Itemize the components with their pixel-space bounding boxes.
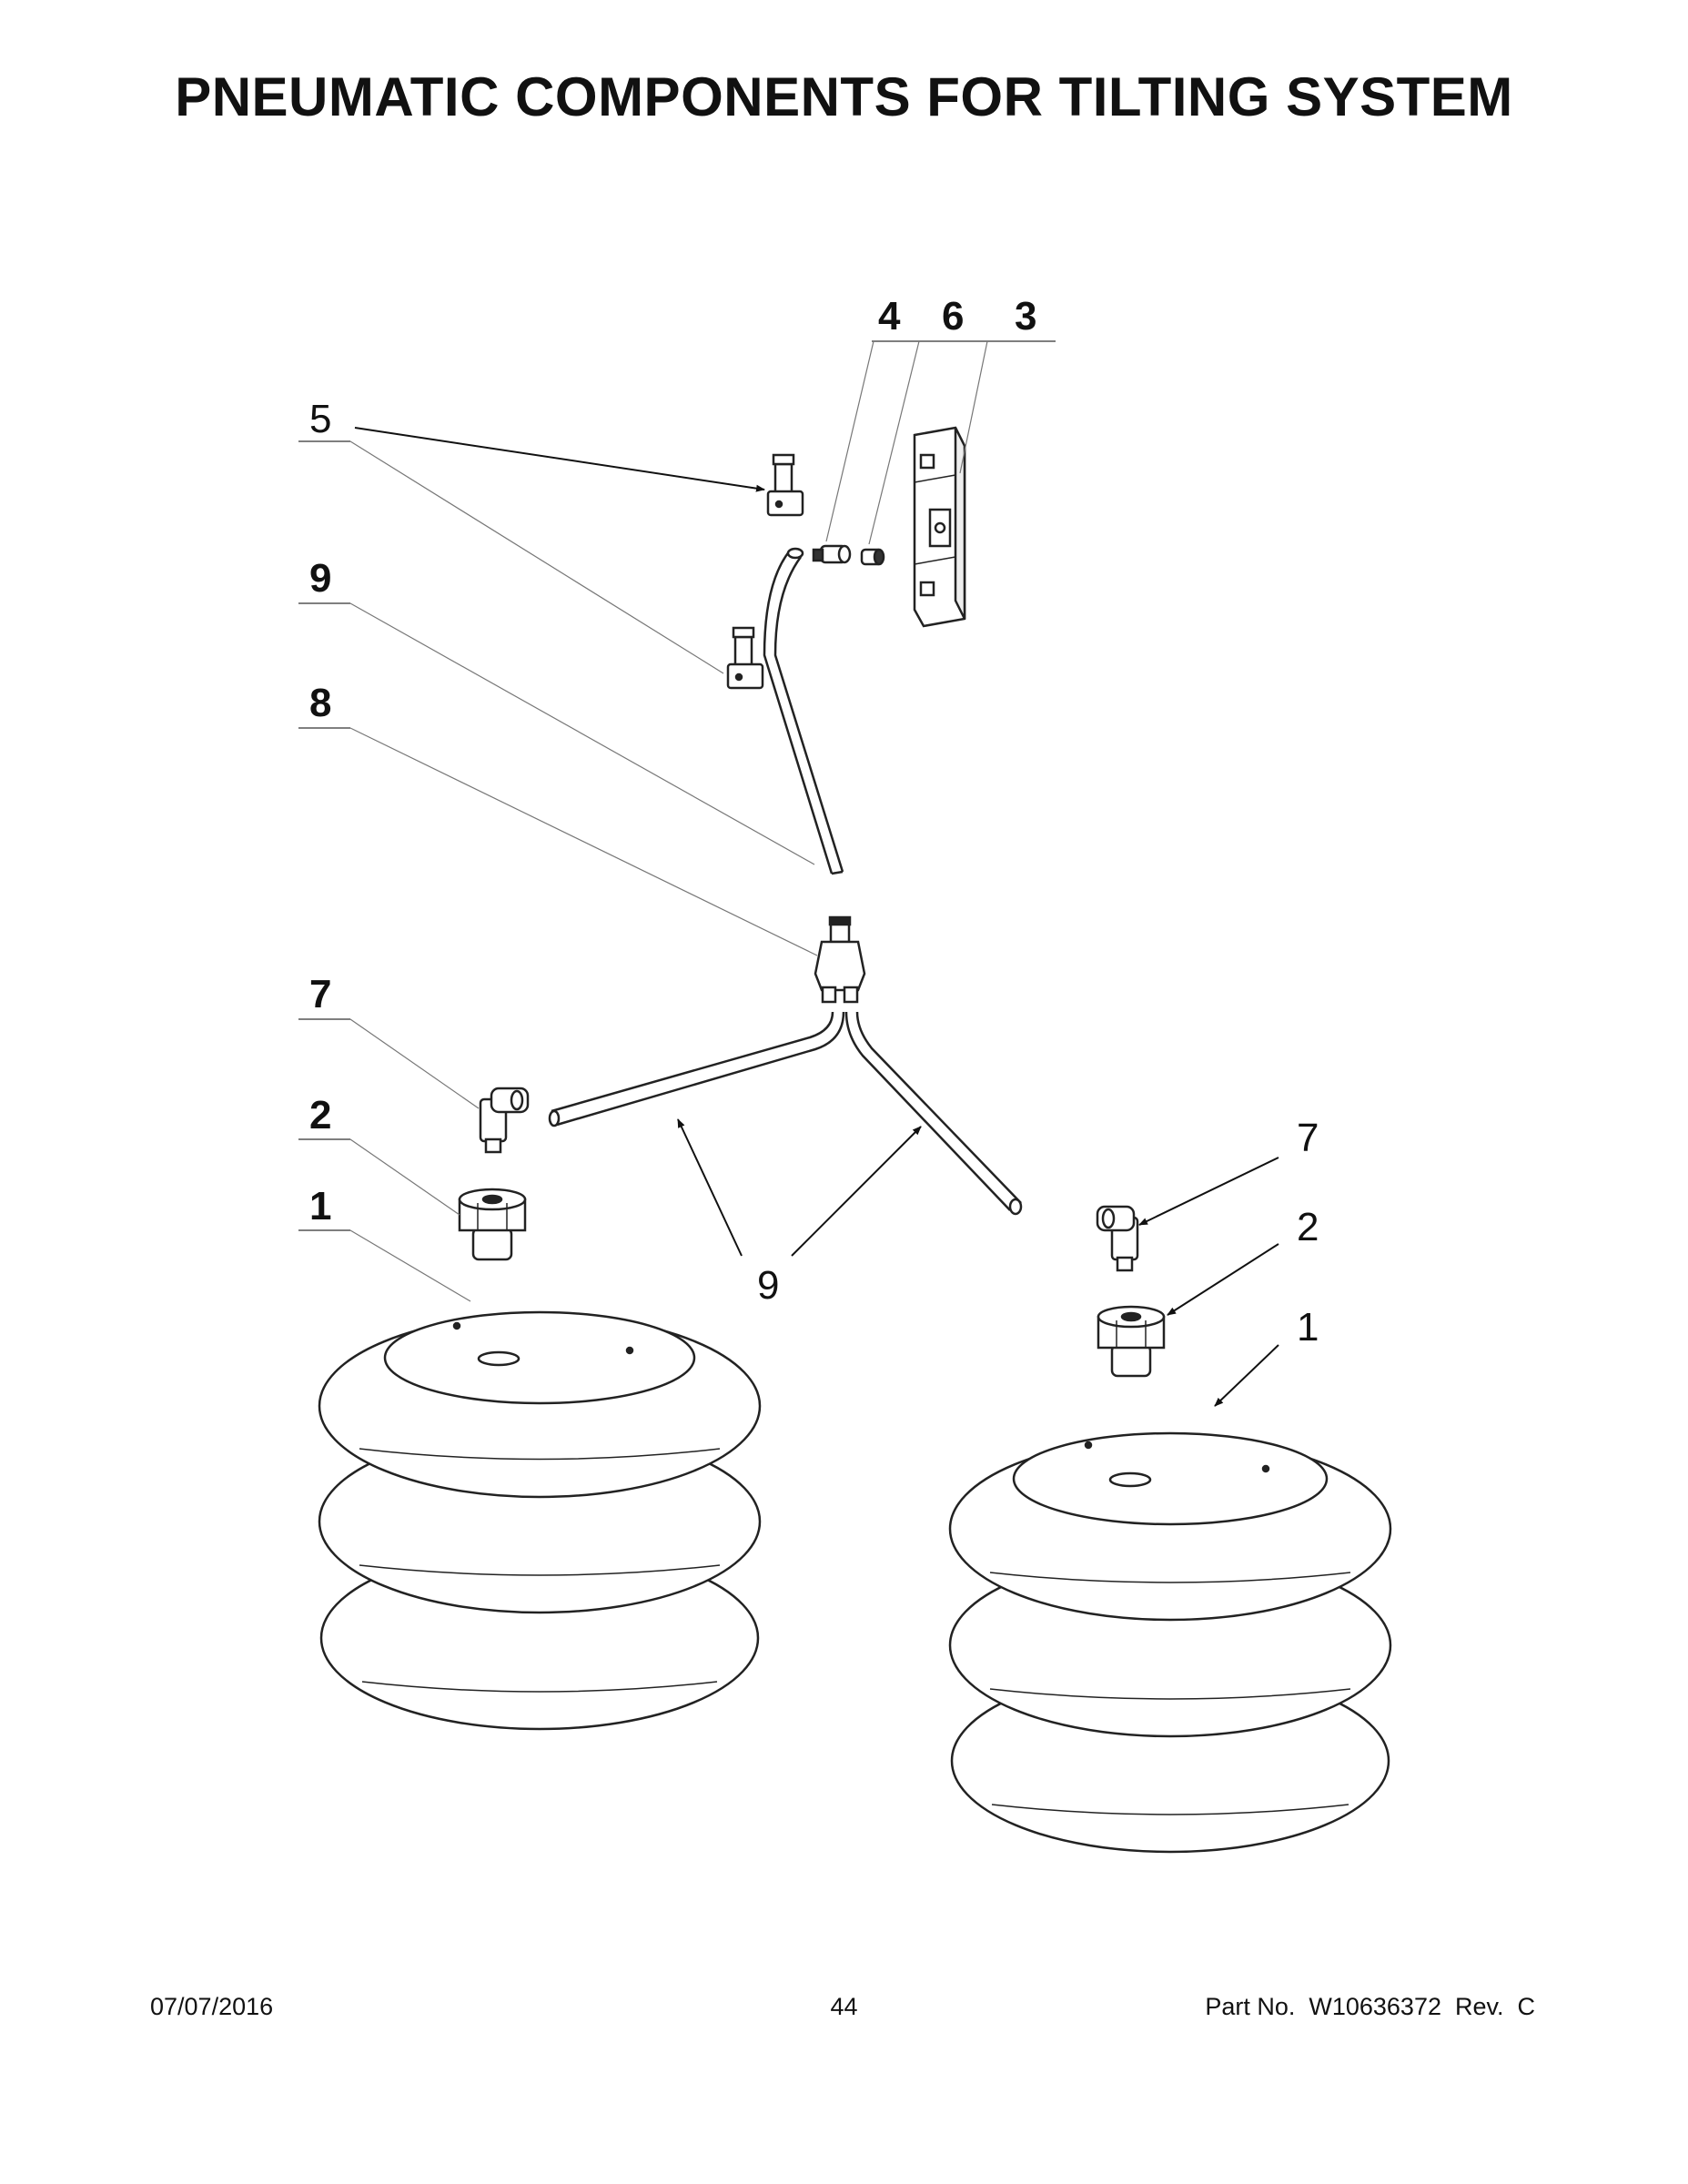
hex-fitting-right [1097,1305,1166,1378]
air-tube-lower-right [844,1011,1023,1216]
valve-bracket-3 [913,426,966,628]
air-tube-lower-left [548,1011,845,1127]
callout-6: 6 [942,294,964,339]
footer-part-number: Part No. W10636372 Rev. C [1205,1993,1535,2020]
air-spring-left [318,1310,762,1731]
arrow-leaders [354,427,1279,1407]
callout-1-left: 1 [309,1184,331,1228]
footer-page-number: 44 [830,1993,858,2020]
y-connector [814,915,866,1004]
callout-7-left: 7 [309,972,331,1016]
callout-underlines [298,340,1056,1231]
callout-2-right: 2 [1297,1205,1319,1249]
callout-8: 8 [309,681,331,725]
footer-date: 07/07/2016 [150,1993,274,2020]
callout-1-right: 1 [1297,1305,1319,1350]
leader-lines [349,340,988,1302]
callout-5: 5 [309,397,331,441]
fitting-5-upper [766,453,804,517]
callout-9-left: 9 [309,556,331,601]
callout-4: 4 [878,294,901,339]
hex-fitting-left [458,1188,527,1261]
plug-6 [860,548,885,566]
air-tube-upper [763,547,844,875]
air-spring-right [948,1431,1392,1854]
callout-7-right: 7 [1297,1116,1319,1160]
callout-2-left: 2 [309,1093,331,1138]
elbow-fitting-left [479,1087,530,1154]
connector-4 [812,544,852,564]
callout-3: 3 [1015,294,1036,339]
page-title: PNEUMATIC COMPONENTS FOR TILTING SYSTEM [175,66,1513,127]
fitting-5-lower [726,626,764,690]
callout-9-center: 9 [757,1263,779,1308]
elbow-fitting-right [1096,1205,1139,1272]
